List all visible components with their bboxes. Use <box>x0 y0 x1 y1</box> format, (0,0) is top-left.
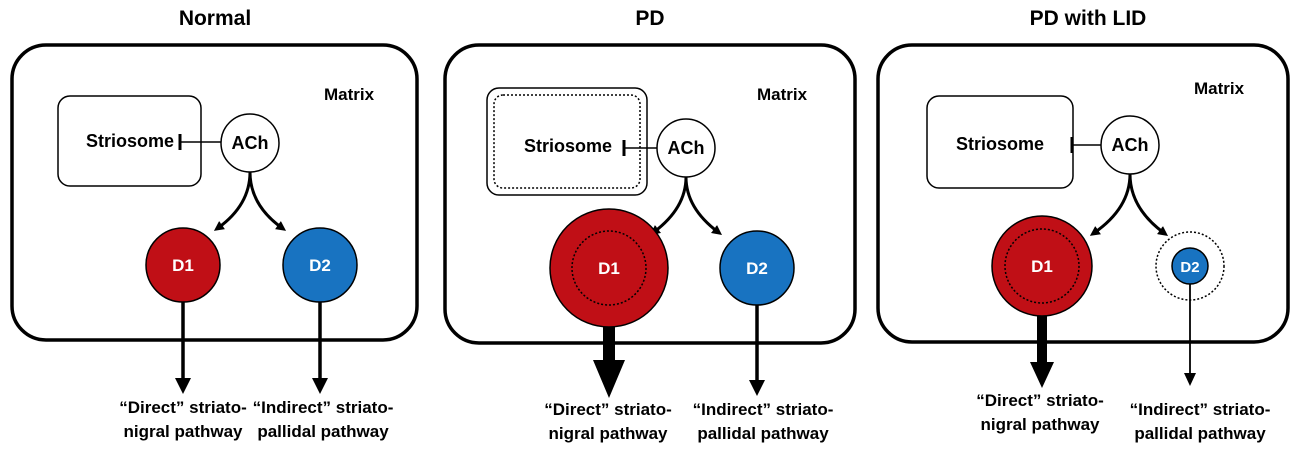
striosome-label: Striosome <box>956 134 1044 154</box>
d1-label: D1 <box>598 259 620 278</box>
indirect-output-arrow <box>312 378 328 394</box>
direct-pathway-line1: “Direct” striato- <box>544 400 672 419</box>
striosome-label: Striosome <box>524 136 612 156</box>
panel-normal: Normal Matrix Striosome ACh D1 D2 “Direc… <box>10 7 419 441</box>
direct-pathway-line2: nigral pathway <box>123 422 243 441</box>
indirect-pathway-line2: pallidal pathway <box>697 424 829 443</box>
striosome-label: Striosome <box>86 131 174 151</box>
d2-label: D2 <box>746 259 768 278</box>
striosome-box <box>486 87 648 196</box>
direct-output-arrow <box>175 378 191 394</box>
indirect-output-arrow <box>1184 373 1196 386</box>
direct-pathway-line2: nigral pathway <box>980 415 1100 434</box>
indirect-output-arrow <box>749 380 765 396</box>
d1-normal-size-outline <box>571 230 647 306</box>
d1-normal-size-outline <box>1004 228 1080 304</box>
matrix-label: Matrix <box>1194 79 1245 98</box>
d1-label: D1 <box>1031 257 1053 276</box>
ach-label: ACh <box>668 138 705 158</box>
matrix-label: Matrix <box>324 85 375 104</box>
direct-pathway-line2: nigral pathway <box>548 424 668 443</box>
d2-label: D2 <box>309 256 331 275</box>
d2-label: D2 <box>1180 259 1199 276</box>
direct-output-arrow <box>593 327 625 398</box>
indirect-pathway-line2: pallidal pathway <box>257 422 389 441</box>
panel-title: Normal <box>179 7 251 30</box>
striosome-inner-dotted <box>493 94 641 189</box>
indirect-pathway-line1: “Indirect” striato- <box>693 400 834 419</box>
ach-to-d2-arrow <box>1128 173 1169 236</box>
panel-title: PD with LID <box>1030 7 1147 30</box>
ach-label: ACh <box>232 133 269 153</box>
indirect-pathway-line2: pallidal pathway <box>1134 424 1266 443</box>
panel-pd-with-lid: PD with LID Matrix Striosome ACh D1 D2 “… <box>876 7 1290 443</box>
direct-output-arrow <box>1030 316 1054 388</box>
striosome-box <box>57 95 202 187</box>
direct-pathway-line1: “Direct” striato- <box>119 398 247 417</box>
panel-pd: PD Matrix Striosome ACh D1 D2 “Direct” s… <box>443 7 857 443</box>
indirect-pathway-line1: “Indirect” striato- <box>1130 400 1271 419</box>
panel-title: PD <box>635 7 664 30</box>
ach-label: ACh <box>1112 135 1149 155</box>
matrix-label: Matrix <box>757 85 808 104</box>
indirect-pathway-line1: “Indirect” striato- <box>253 398 394 417</box>
ach-to-d2-arrow <box>248 171 287 231</box>
d1-label: D1 <box>172 256 194 275</box>
ach-to-d2-arrow <box>684 176 722 236</box>
direct-pathway-line1: “Direct” striato- <box>976 391 1104 410</box>
